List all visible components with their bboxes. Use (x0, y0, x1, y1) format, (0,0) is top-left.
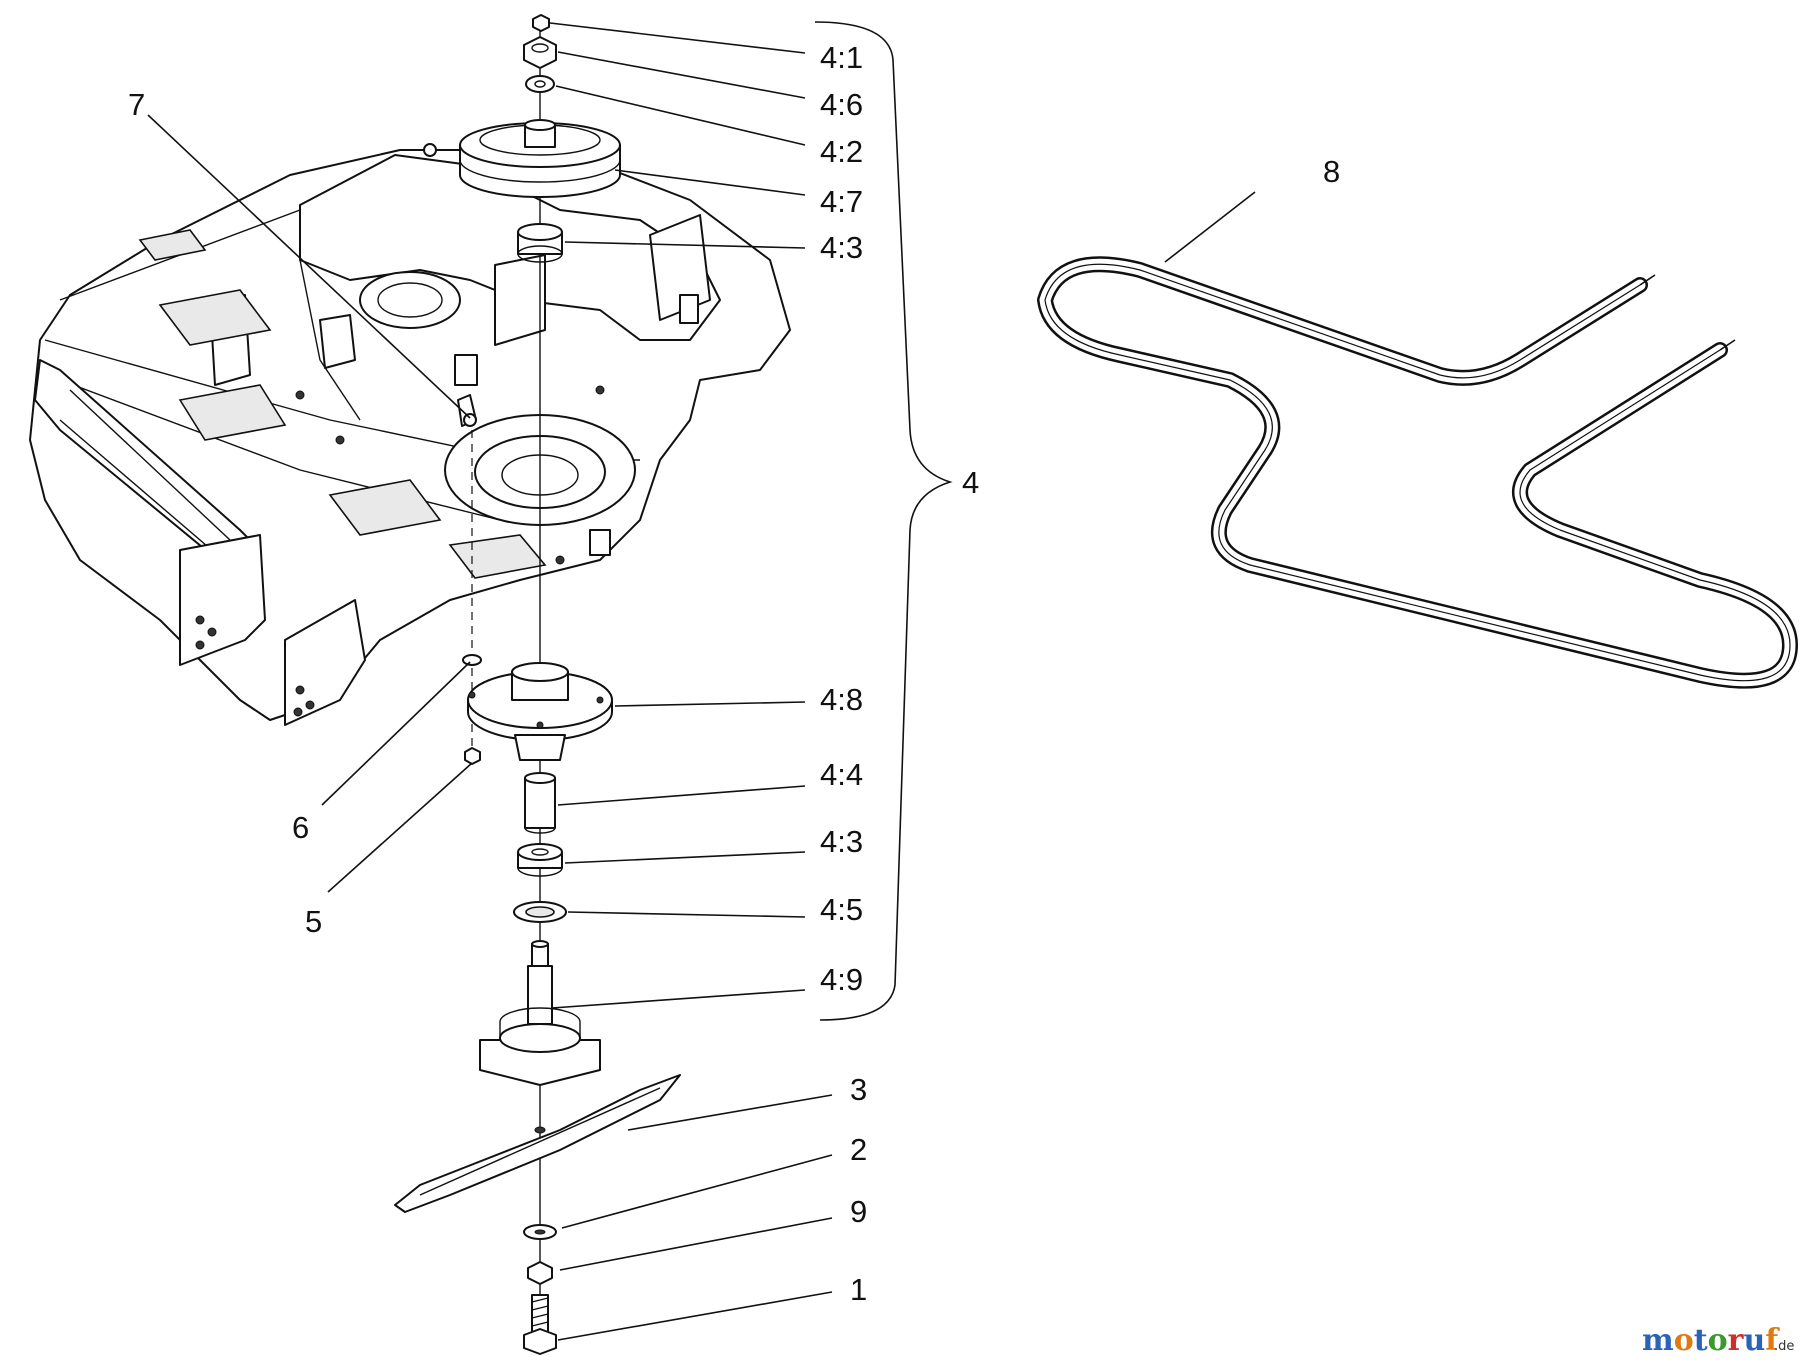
part-4-3-spacer-bottom (517, 843, 563, 877)
callout-4-3-bottom: 4:3 (820, 824, 863, 859)
part-4-5-seal (513, 901, 567, 923)
part-6-washer (462, 654, 482, 666)
svg-text:motoruf: motoruf (1642, 1323, 1780, 1358)
part-1-bolt (523, 1294, 557, 1355)
part-2-washer (523, 1224, 557, 1240)
callout-1: 1 (850, 1272, 867, 1307)
part-4-4-bearing (524, 772, 556, 834)
part-4-2-washer (525, 75, 555, 93)
callout-4-2: 4:2 (820, 134, 863, 169)
callout-8: 8 (1323, 154, 1340, 189)
callout-labels: 4:1 4:6 4:2 4:7 4:3 4 4:8 4:4 4:3 4:5 4:… (128, 40, 1340, 1307)
part-5-nut (464, 747, 481, 765)
callout-5: 5 (305, 904, 322, 939)
part-3-blade (394, 1074, 681, 1213)
watermark-logo: motoruf .de (1642, 1323, 1794, 1358)
part-8-belt (1037, 256, 1798, 689)
part-9-lock-washer (527, 1261, 553, 1285)
callout-4-3-top: 4:3 (820, 230, 863, 265)
callout-2: 2 (850, 1132, 867, 1167)
mower-deck (29, 143, 791, 726)
callout-4-1: 4:1 (820, 40, 863, 75)
group-4-bracket (814, 21, 953, 1021)
part-4-1-nut (532, 14, 550, 32)
callout-4-7: 4:7 (820, 184, 863, 219)
callout-6: 6 (292, 810, 309, 845)
leader-lines (147, 22, 1256, 1341)
callout-4-9: 4:9 (820, 962, 863, 997)
part-4-3-spacer-top (517, 223, 563, 263)
part-4-6-hex-nut (523, 36, 557, 69)
part-4-9-shaft (479, 940, 601, 1086)
svg-text:.de: .de (1774, 1339, 1794, 1354)
callout-7: 7 (128, 87, 145, 122)
callout-4-6: 4:6 (820, 87, 863, 122)
part-4-7-pulley (459, 119, 621, 198)
callout-9: 9 (850, 1194, 867, 1229)
callout-3: 3 (850, 1072, 867, 1107)
callout-4-4: 4:4 (820, 757, 863, 792)
callout-4-8: 4:8 (820, 682, 863, 717)
part-4-8-housing (467, 662, 613, 761)
callout-4-5: 4:5 (820, 892, 863, 927)
callout-4: 4 (962, 465, 979, 500)
